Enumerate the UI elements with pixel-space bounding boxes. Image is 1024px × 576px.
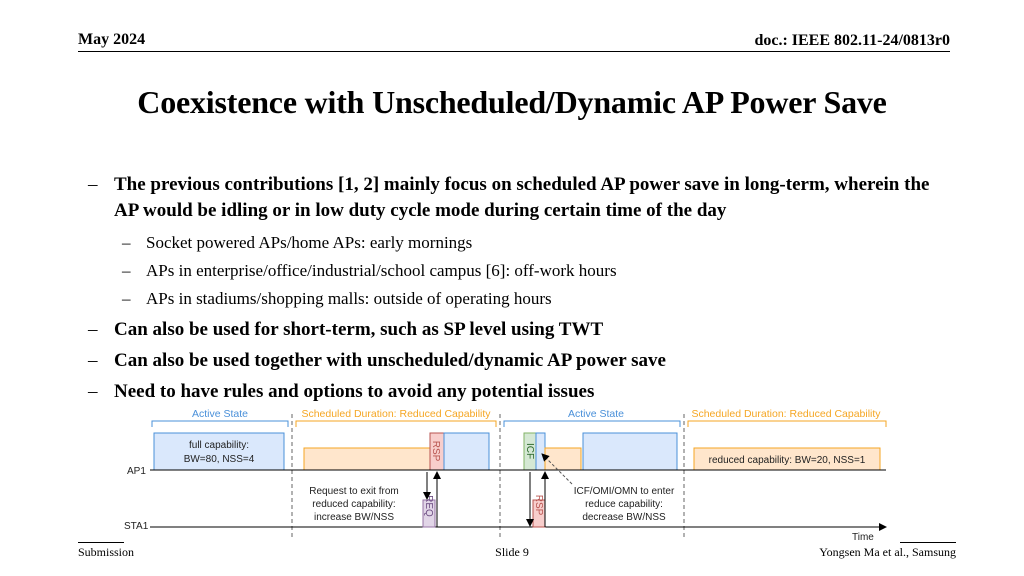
rsp-frame-2-label: RSP [533,495,544,516]
note-exit-line2: reduced capability: [312,499,395,510]
icf-note-pointer [541,453,573,485]
bullet-dash: – [122,289,131,308]
bullet-dash: – [88,174,98,195]
bullet-text: The previous contributions [1, 2] mainly… [114,174,930,221]
rsp-frame-1-label: RSP [430,441,441,462]
bullet-text: Can also be used for short-term, such as… [114,319,604,340]
scheduled-bracket-1 [295,420,497,427]
full-capability-line1: full capability: [189,440,249,451]
sub-bullet-item: –APs in enterprise/office/industrial/sch… [88,257,948,285]
footer-submission: Submission [78,545,135,559]
slide-title: Coexistence with Unscheduled/Dynamic AP … [137,84,887,120]
bullet-text: Need to have rules and options to avoid … [114,381,595,402]
timing-diagram: Active State Scheduled Duration: Reduced… [124,408,887,543]
active-state-label-2: Active State [568,408,624,420]
sta1-label: STA1 [124,521,149,532]
note-exit-line3: increase BW/NSS [314,512,394,523]
active-block [443,432,490,471]
footer-divider-left [78,542,124,543]
note-enter-line1: ICF/OMI/OMN to enter [574,486,675,497]
reduced-capability-block [303,447,431,471]
bullet-text: APs in enterprise/office/industrial/scho… [146,261,617,280]
sub-bullet-item: –Socket powered APs/home APs: early morn… [88,229,948,257]
bullet-dash: – [122,233,131,252]
scheduled-duration-label-1: Scheduled Duration: Reduced Capability [301,408,491,420]
active-state-label-1: Active State [192,408,248,420]
ap1-label: AP1 [127,466,146,477]
bullet-dash: – [88,350,98,371]
icf-frame-label: ICF [524,443,535,459]
note-enter-line3: decrease BW/NSS [582,512,666,523]
active-block [582,432,678,471]
scheduled-duration-label-2: Scheduled Duration: Reduced Capability [691,408,881,420]
header-doc-id: doc.: IEEE 802.11-24/0813r0 [754,32,950,49]
header-date: May 2024 [78,31,146,48]
req-frame [422,499,436,528]
bullet-dash: – [88,381,98,402]
sub-bullet-item: –APs in stadiums/shopping malls: outside… [88,285,948,313]
full-capability-block [153,432,285,471]
full-capability-line2: BW=80, NSS=4 [184,454,255,465]
footer-slide-number: Slide 9 [495,545,529,559]
bullet-item: –Can also be used together with unschedu… [88,348,948,374]
note-enter-line2: reduce capability: [585,499,663,510]
req-frame-label: REQ [423,495,434,517]
footer-author: Yongsen Ma et al., Samsung [819,545,956,559]
bullet-text: APs in stadiums/shopping malls: outside … [146,289,552,308]
bullet-dash: – [88,319,98,340]
active-block [535,432,546,471]
active-bracket-1 [151,420,289,427]
footer-divider-right [900,542,956,543]
reduced-capability-text: reduced capability: BW=20, NSS=1 [709,455,866,466]
header-divider [78,51,950,52]
note-exit-line1: Request to exit from [309,486,398,497]
bullet-item: –Can also be used for short-term, such a… [88,317,948,343]
bullet-dash: – [122,261,131,280]
bullet-item: –The previous contributions [1, 2] mainl… [88,172,948,224]
bullet-text: Socket powered APs/home APs: early morni… [146,233,473,252]
active-bracket-2 [503,420,681,427]
bullet-list: –The previous contributions [1, 2] mainl… [88,172,948,410]
reduced-capability-block [544,447,582,471]
bullet-item: –Need to have rules and options to avoid… [88,379,948,405]
time-axis-label: Time [852,532,874,543]
scheduled-bracket-2 [687,420,887,427]
bullet-text: Can also be used together with unschedul… [114,350,666,371]
